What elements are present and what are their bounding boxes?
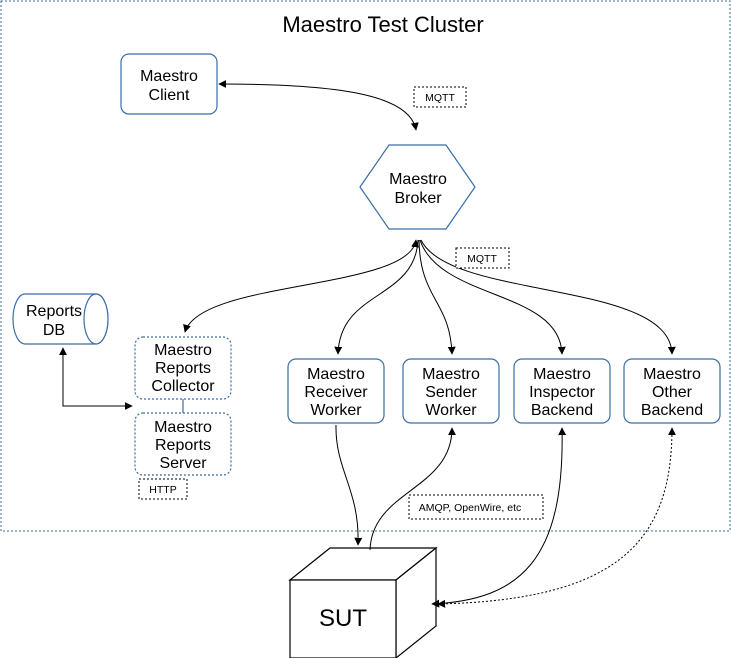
node-line: Maestro (154, 342, 212, 359)
edge-broker-receiver (334, 239, 419, 355)
edge-receiver-sut (335, 424, 363, 546)
edge-broker-inspector (419, 239, 566, 355)
reports-collector-node[interactable]: Maestro Reports Collector (134, 336, 232, 400)
node-line: Maestro (643, 366, 701, 383)
edge-broker-sender (418, 239, 456, 355)
edge-sut-other (437, 427, 676, 608)
edge-client-broker (218, 80, 419, 131)
label-text: MQTT (425, 92, 455, 104)
inspector-backend-node[interactable]: Maestro Inspector Backend (513, 358, 611, 424)
maestro-broker-node[interactable]: Maestro Broker (359, 144, 476, 230)
node-line: Maestro (422, 366, 480, 383)
label-http: HTTP (138, 478, 188, 500)
reports-db-node[interactable]: Reports DB (12, 293, 109, 345)
node-line: Maestro (140, 68, 198, 85)
maestro-client-node[interactable]: Maestro Client (120, 53, 218, 115)
label-amqp: AMQP, OpenWire, etc (408, 494, 544, 520)
other-backend-node[interactable]: Maestro Other Backend (623, 358, 721, 424)
node-line: Reports (26, 303, 82, 320)
cluster-boundary (0, 0, 731, 532)
node-line: Worker (425, 402, 477, 419)
node-line: Backend (641, 402, 703, 419)
sut-node[interactable]: SUT (288, 546, 438, 658)
node-line: Server (159, 455, 207, 472)
edges (59, 80, 676, 608)
receiver-worker-node[interactable]: Maestro Receiver Worker (287, 358, 385, 424)
node-line: Sender (425, 384, 477, 401)
node-line: Backend (531, 402, 593, 419)
node-line: Maestro (389, 171, 447, 188)
reports-server-node[interactable]: Maestro Reports Server (134, 412, 232, 476)
node-line: Receiver (304, 384, 368, 401)
node-line: Collector (151, 378, 215, 395)
edge-broker-collector (183, 239, 420, 333)
node-line: Maestro (154, 419, 212, 436)
node-line: Reports (155, 437, 211, 454)
node-line: Other (652, 384, 693, 401)
label-mqtt-mid: MQTT (455, 247, 510, 269)
node-line: Reports (155, 360, 211, 377)
edge-broker-other (420, 239, 676, 355)
node-line: Worker (310, 402, 362, 419)
node-line: Maestro (307, 366, 365, 383)
cluster-title: Maestro Test Cluster (282, 12, 483, 37)
label-text: AMQP, OpenWire, etc (419, 502, 522, 514)
sut-label: SUT (319, 605, 367, 632)
node-line: Broker (394, 190, 442, 207)
label-mqtt-top: MQTT (413, 86, 467, 108)
edge-sut-sender (369, 427, 456, 551)
label-text: HTTP (149, 484, 176, 496)
label-text: MQTT (467, 253, 497, 265)
node-line: DB (43, 322, 65, 339)
node-line: Maestro (533, 366, 591, 383)
sender-worker-node[interactable]: Maestro Sender Worker (402, 358, 500, 424)
edge-db-collector (59, 347, 133, 410)
node-line: Client (149, 87, 190, 104)
node-line: Inspector (529, 384, 595, 401)
